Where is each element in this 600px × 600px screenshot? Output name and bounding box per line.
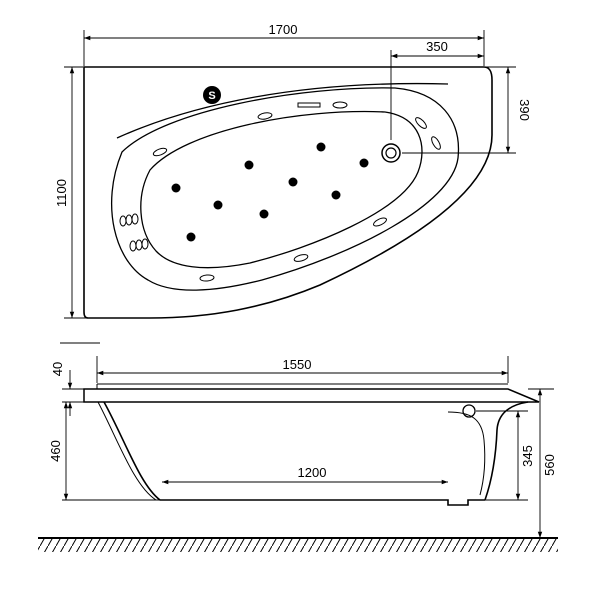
rim-jet xyxy=(125,214,133,226)
top-view-outline xyxy=(83,66,493,319)
side-dimensions xyxy=(60,342,554,538)
side-view xyxy=(83,383,540,506)
dim-top-width: 1700 xyxy=(269,22,298,37)
drain-inner xyxy=(385,147,397,159)
rim-jet xyxy=(135,239,143,251)
top-view xyxy=(83,66,493,319)
rim-curve xyxy=(116,82,449,139)
dim-drain-offset-y: 390 xyxy=(517,99,532,121)
inner-wall xyxy=(97,401,157,501)
rim-slab xyxy=(83,388,540,403)
rim-jet xyxy=(293,254,309,262)
dim-drain-offset-x: 350 xyxy=(426,39,448,54)
dim-inner-height: 460 xyxy=(48,440,63,462)
rim-jet xyxy=(431,136,441,150)
inner-wall-right xyxy=(447,411,486,496)
rim-jet xyxy=(152,147,168,157)
tub-body xyxy=(103,401,529,506)
drain xyxy=(381,143,401,163)
drain-outer xyxy=(381,143,401,163)
dim-top-depth: 1100 xyxy=(54,179,69,207)
bottom-jet xyxy=(171,183,181,193)
bottom-jet xyxy=(359,158,369,168)
bottom-jet xyxy=(186,232,196,242)
rim-jet xyxy=(131,213,139,225)
logo-letter: S xyxy=(208,90,215,102)
dim-rim-thickness: 40 xyxy=(50,362,65,376)
bottom-jets xyxy=(171,142,369,242)
rim-jet xyxy=(415,117,427,129)
dim-total-height: 560 xyxy=(542,454,557,476)
floor xyxy=(38,537,558,552)
rim-jet xyxy=(257,112,273,120)
overflow-outlet xyxy=(462,404,476,418)
floor-hatch xyxy=(38,538,558,552)
logo-circle xyxy=(203,86,221,104)
rim-jet xyxy=(199,274,215,282)
control-panel xyxy=(297,102,321,108)
top-dimensions xyxy=(64,30,516,319)
rim-jet xyxy=(141,238,149,250)
rim-jet xyxy=(332,101,348,109)
rim-jet xyxy=(373,217,387,227)
bottom-jet xyxy=(259,209,269,219)
dim-bottom-length: 1200 xyxy=(298,465,327,480)
inner-basin xyxy=(140,110,423,269)
rim-jet xyxy=(119,215,127,227)
bottom-jet xyxy=(316,142,326,152)
rim-jet xyxy=(129,240,137,252)
dim-overflow-height: 345 xyxy=(520,445,535,467)
outer-basin xyxy=(110,87,460,291)
bottom-jet xyxy=(331,190,341,200)
bottom-jet xyxy=(244,160,254,170)
rim-jets xyxy=(119,101,441,282)
bottom-jet xyxy=(288,177,298,187)
brand-logo: S xyxy=(203,86,221,104)
bottom-jet xyxy=(213,200,223,210)
dim-rim-length: 1550 xyxy=(283,357,312,372)
